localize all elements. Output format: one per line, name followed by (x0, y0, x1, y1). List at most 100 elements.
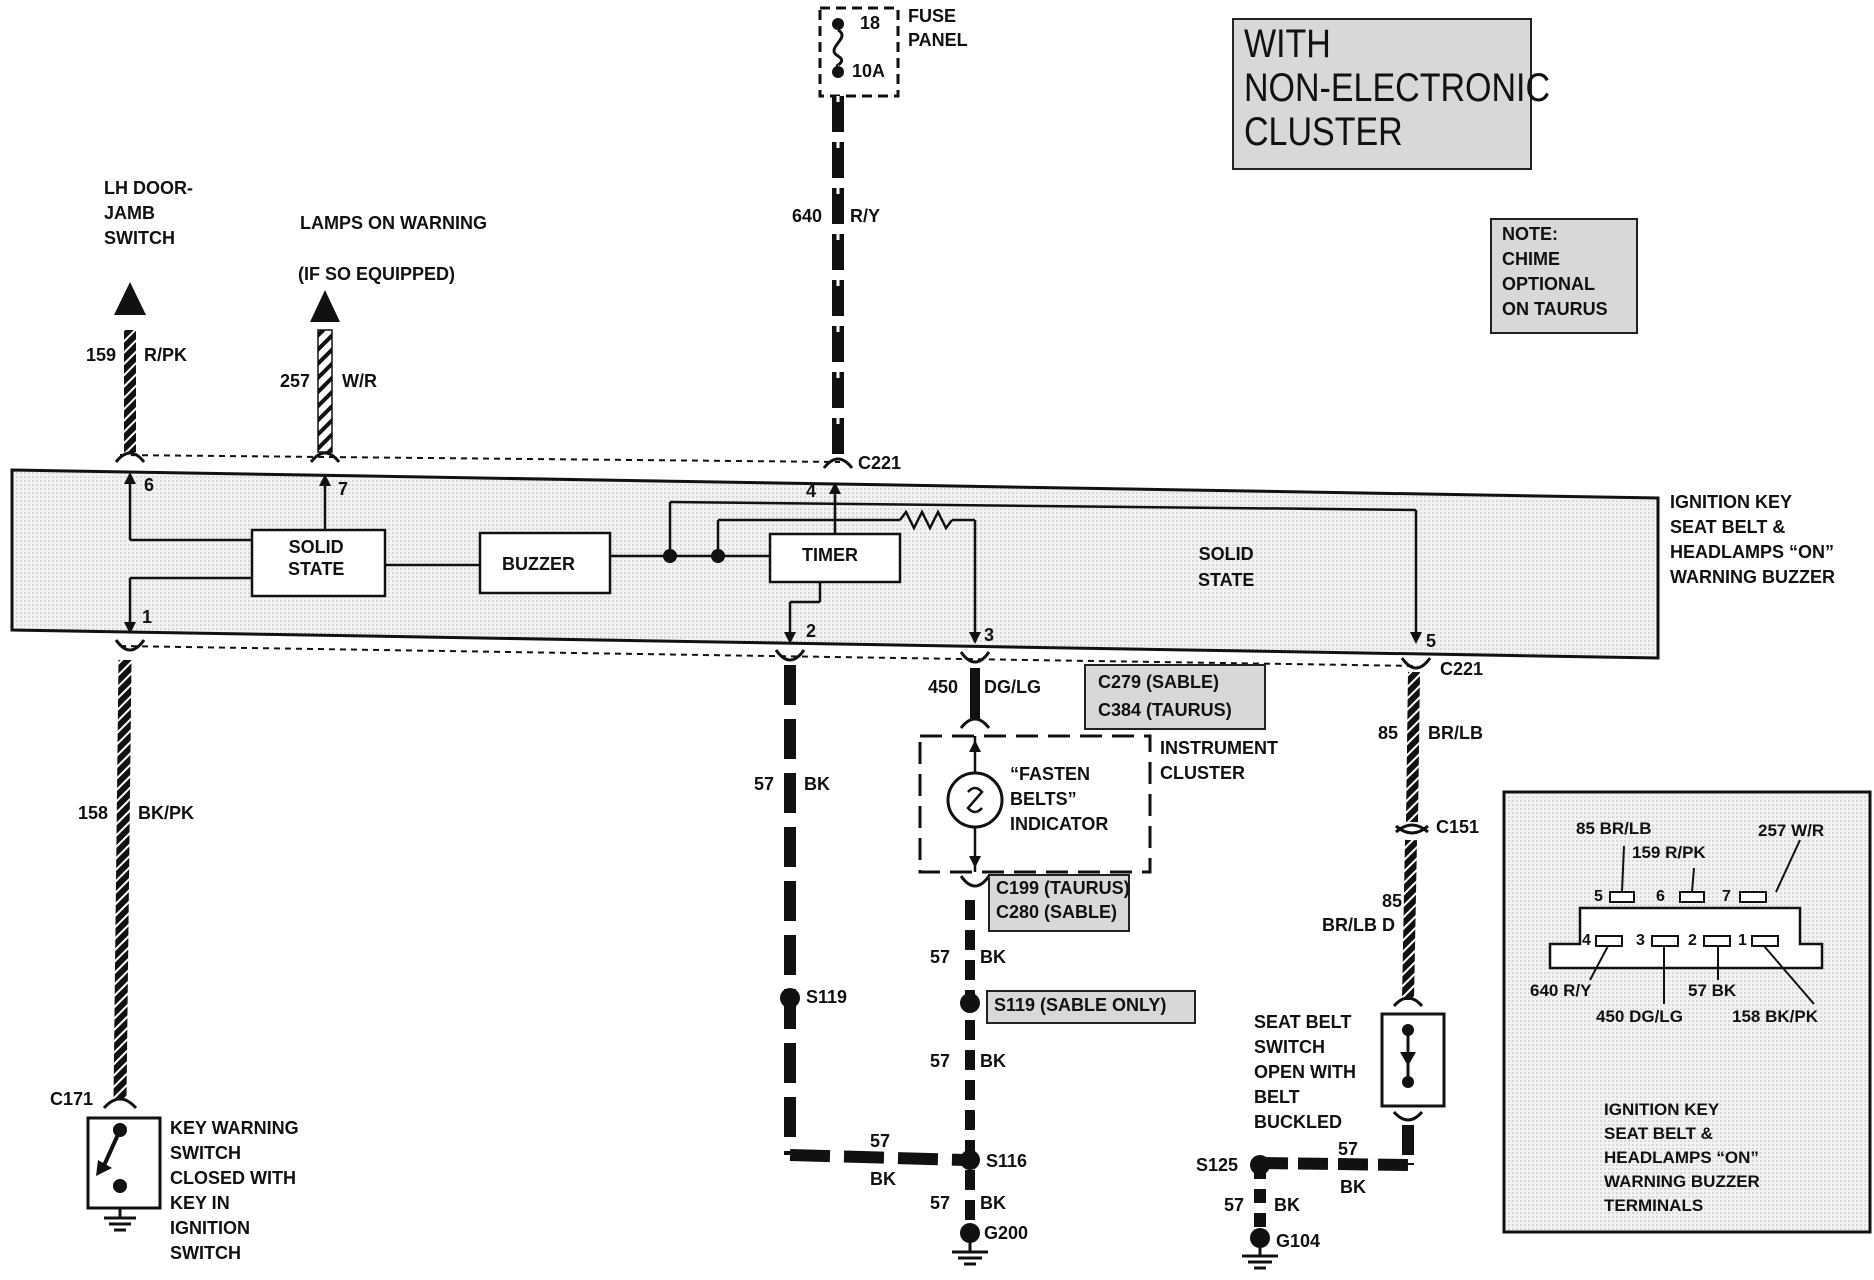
splice-s116-label: S116 (986, 1151, 1028, 1171)
wire-257 (310, 290, 340, 453)
circuit-57b-num: 57 (870, 1131, 891, 1151)
circuit-57f-num: 57 (1338, 1139, 1359, 1159)
splice-s119-dot (780, 988, 800, 1008)
circuit-57c-num: 57 (930, 947, 951, 967)
s119-sable-box (986, 990, 1196, 1024)
timer-block (768, 532, 902, 584)
circuit-85a-num: 85 (1378, 723, 1399, 743)
c199-connector-box (988, 874, 1130, 932)
fuse-symbol (818, 6, 900, 98)
pin-7-label: 7 (338, 479, 349, 499)
pin-2-label: 2 (806, 621, 817, 641)
inset-label-257: 257 W/R (1758, 821, 1825, 840)
wire-85 (1406, 671, 1420, 823)
circuit-57e-color: BK (980, 1193, 1006, 1213)
wire-159 (114, 282, 146, 452)
if-equipped-label: (IF SO EQUIPPED) (298, 264, 456, 284)
circuit-85a-color: BR/LB (1428, 723, 1483, 743)
c221-bottom-label: C221 (1440, 659, 1484, 679)
pin-6-label: 6 (144, 475, 155, 495)
inset-label-57: 57 BK (1688, 981, 1737, 1000)
circuit-640-color: R/Y (850, 206, 881, 226)
c151-label: C151 (1436, 817, 1480, 837)
circuit-450-color: DG/LG (984, 677, 1041, 697)
inset-pin-2: 2 (1688, 932, 1697, 949)
circuit-57f-color: BK (1340, 1177, 1366, 1197)
circuit-57d-num: 57 (930, 1051, 951, 1071)
inset-pin-4: 4 (1582, 932, 1591, 949)
fuse-rating: 10A (852, 61, 886, 81)
circuit-257-color: W/R (342, 371, 377, 391)
c279-connector-label: C279 (SABLE)C384 (TAURUS) (1098, 672, 1232, 720)
c221-top-label: C221 (858, 453, 902, 473)
inset-label-158: 158 BK/PK (1732, 1007, 1818, 1026)
pin-1-label: 1 (142, 607, 153, 627)
circuit-57a-num: 57 (754, 774, 775, 794)
splice-s125-label: S125 (1196, 1155, 1239, 1175)
circuit-57g-num: 57 (1224, 1195, 1245, 1215)
fuse-number: 18 (860, 13, 881, 33)
circuit-57c-color: BK (980, 947, 1006, 967)
circuit-57b-color: BK (870, 1169, 896, 1189)
wire-57-pin2 (784, 665, 966, 1166)
splice-s119-sable-label: S119 (SABLE ONLY) (994, 995, 1167, 1015)
instrument-cluster-box (918, 734, 1152, 874)
circuit-158-color: BK/PK (138, 803, 195, 823)
wire-158 (113, 659, 132, 1101)
buzzer-label: BUZZER (502, 554, 575, 574)
circuit-158-num: 158 (78, 803, 109, 823)
header-box (1232, 18, 1532, 170)
inset-pin-1: 1 (1738, 932, 1747, 949)
inset-label-159: 159 R/PK (1632, 843, 1706, 862)
note-box (1490, 218, 1638, 334)
inset-pin-7: 7 (1722, 888, 1731, 905)
inset-pin-3: 3 (1636, 932, 1645, 949)
circuit-57a-color: BK (804, 774, 830, 794)
c171-label: C171 (50, 1089, 94, 1109)
circuit-450-num: 450 (928, 677, 959, 697)
buzzer-block (478, 531, 612, 595)
circuit-159-num: 159 (86, 345, 117, 365)
terminals-inset (1502, 790, 1872, 1234)
splice-s119-label: S119 (806, 987, 848, 1007)
circuit-159-color: R/PK (144, 345, 188, 365)
circuit-57e-num: 57 (930, 1193, 951, 1213)
pin-5-label: 5 (1426, 631, 1437, 651)
circuit-57g-color: BK (1274, 1195, 1300, 1215)
ground-g200-label: G200 (984, 1223, 1029, 1243)
c199-connector-label: C199 (TAURUS)C280 (SABLE) (996, 878, 1130, 922)
timer-label: TIMER (802, 545, 858, 565)
key-warning-switch-symbol (86, 1116, 162, 1232)
inset-label-85: 85 BR/LB (1576, 819, 1652, 838)
circuit-257-num: 257 (280, 371, 311, 391)
c279-connector-box (1084, 664, 1266, 730)
fasten-belts-bulb-icon (946, 771, 1004, 829)
circuit-85b-color: BR/LB D (1322, 915, 1395, 935)
solid-state-left-block (250, 528, 387, 598)
inset-pin-5: 5 (1594, 888, 1603, 905)
circuit-640-num: 640 (792, 206, 823, 226)
circuit-57d-color: BK (980, 1051, 1006, 1071)
inset-pin-6: 6 (1656, 888, 1665, 905)
wire-57-seatbelt (1254, 1125, 1414, 1232)
lamps-on-warning-label: LAMPS ON WARNING (300, 213, 487, 233)
pin-4-label: 4 (806, 481, 817, 501)
inset-label-450: 450 DG/LG (1596, 1007, 1683, 1026)
inset-label-640: 640 R/Y (1530, 981, 1592, 1000)
ground-g104-label: G104 (1276, 1231, 1321, 1251)
seat-belt-switch-symbol (1380, 1012, 1446, 1122)
pin-3-label: 3 (984, 625, 995, 645)
